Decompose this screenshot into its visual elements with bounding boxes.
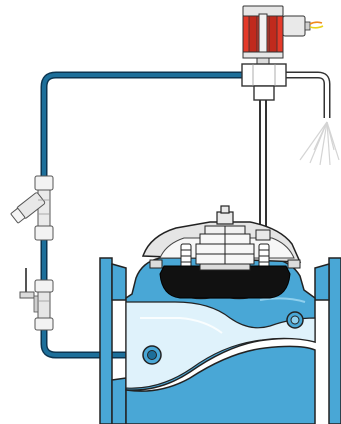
control-tube-upper (44, 75, 244, 190)
spray-icon (300, 122, 339, 165)
vent-tube (285, 75, 327, 118)
diaphragm-icon (143, 206, 300, 298)
ball-valve-icon (20, 268, 53, 330)
solenoid-icon (243, 6, 323, 64)
tee-fitting-icon (242, 64, 286, 100)
y-strainer-icon (10, 176, 53, 240)
